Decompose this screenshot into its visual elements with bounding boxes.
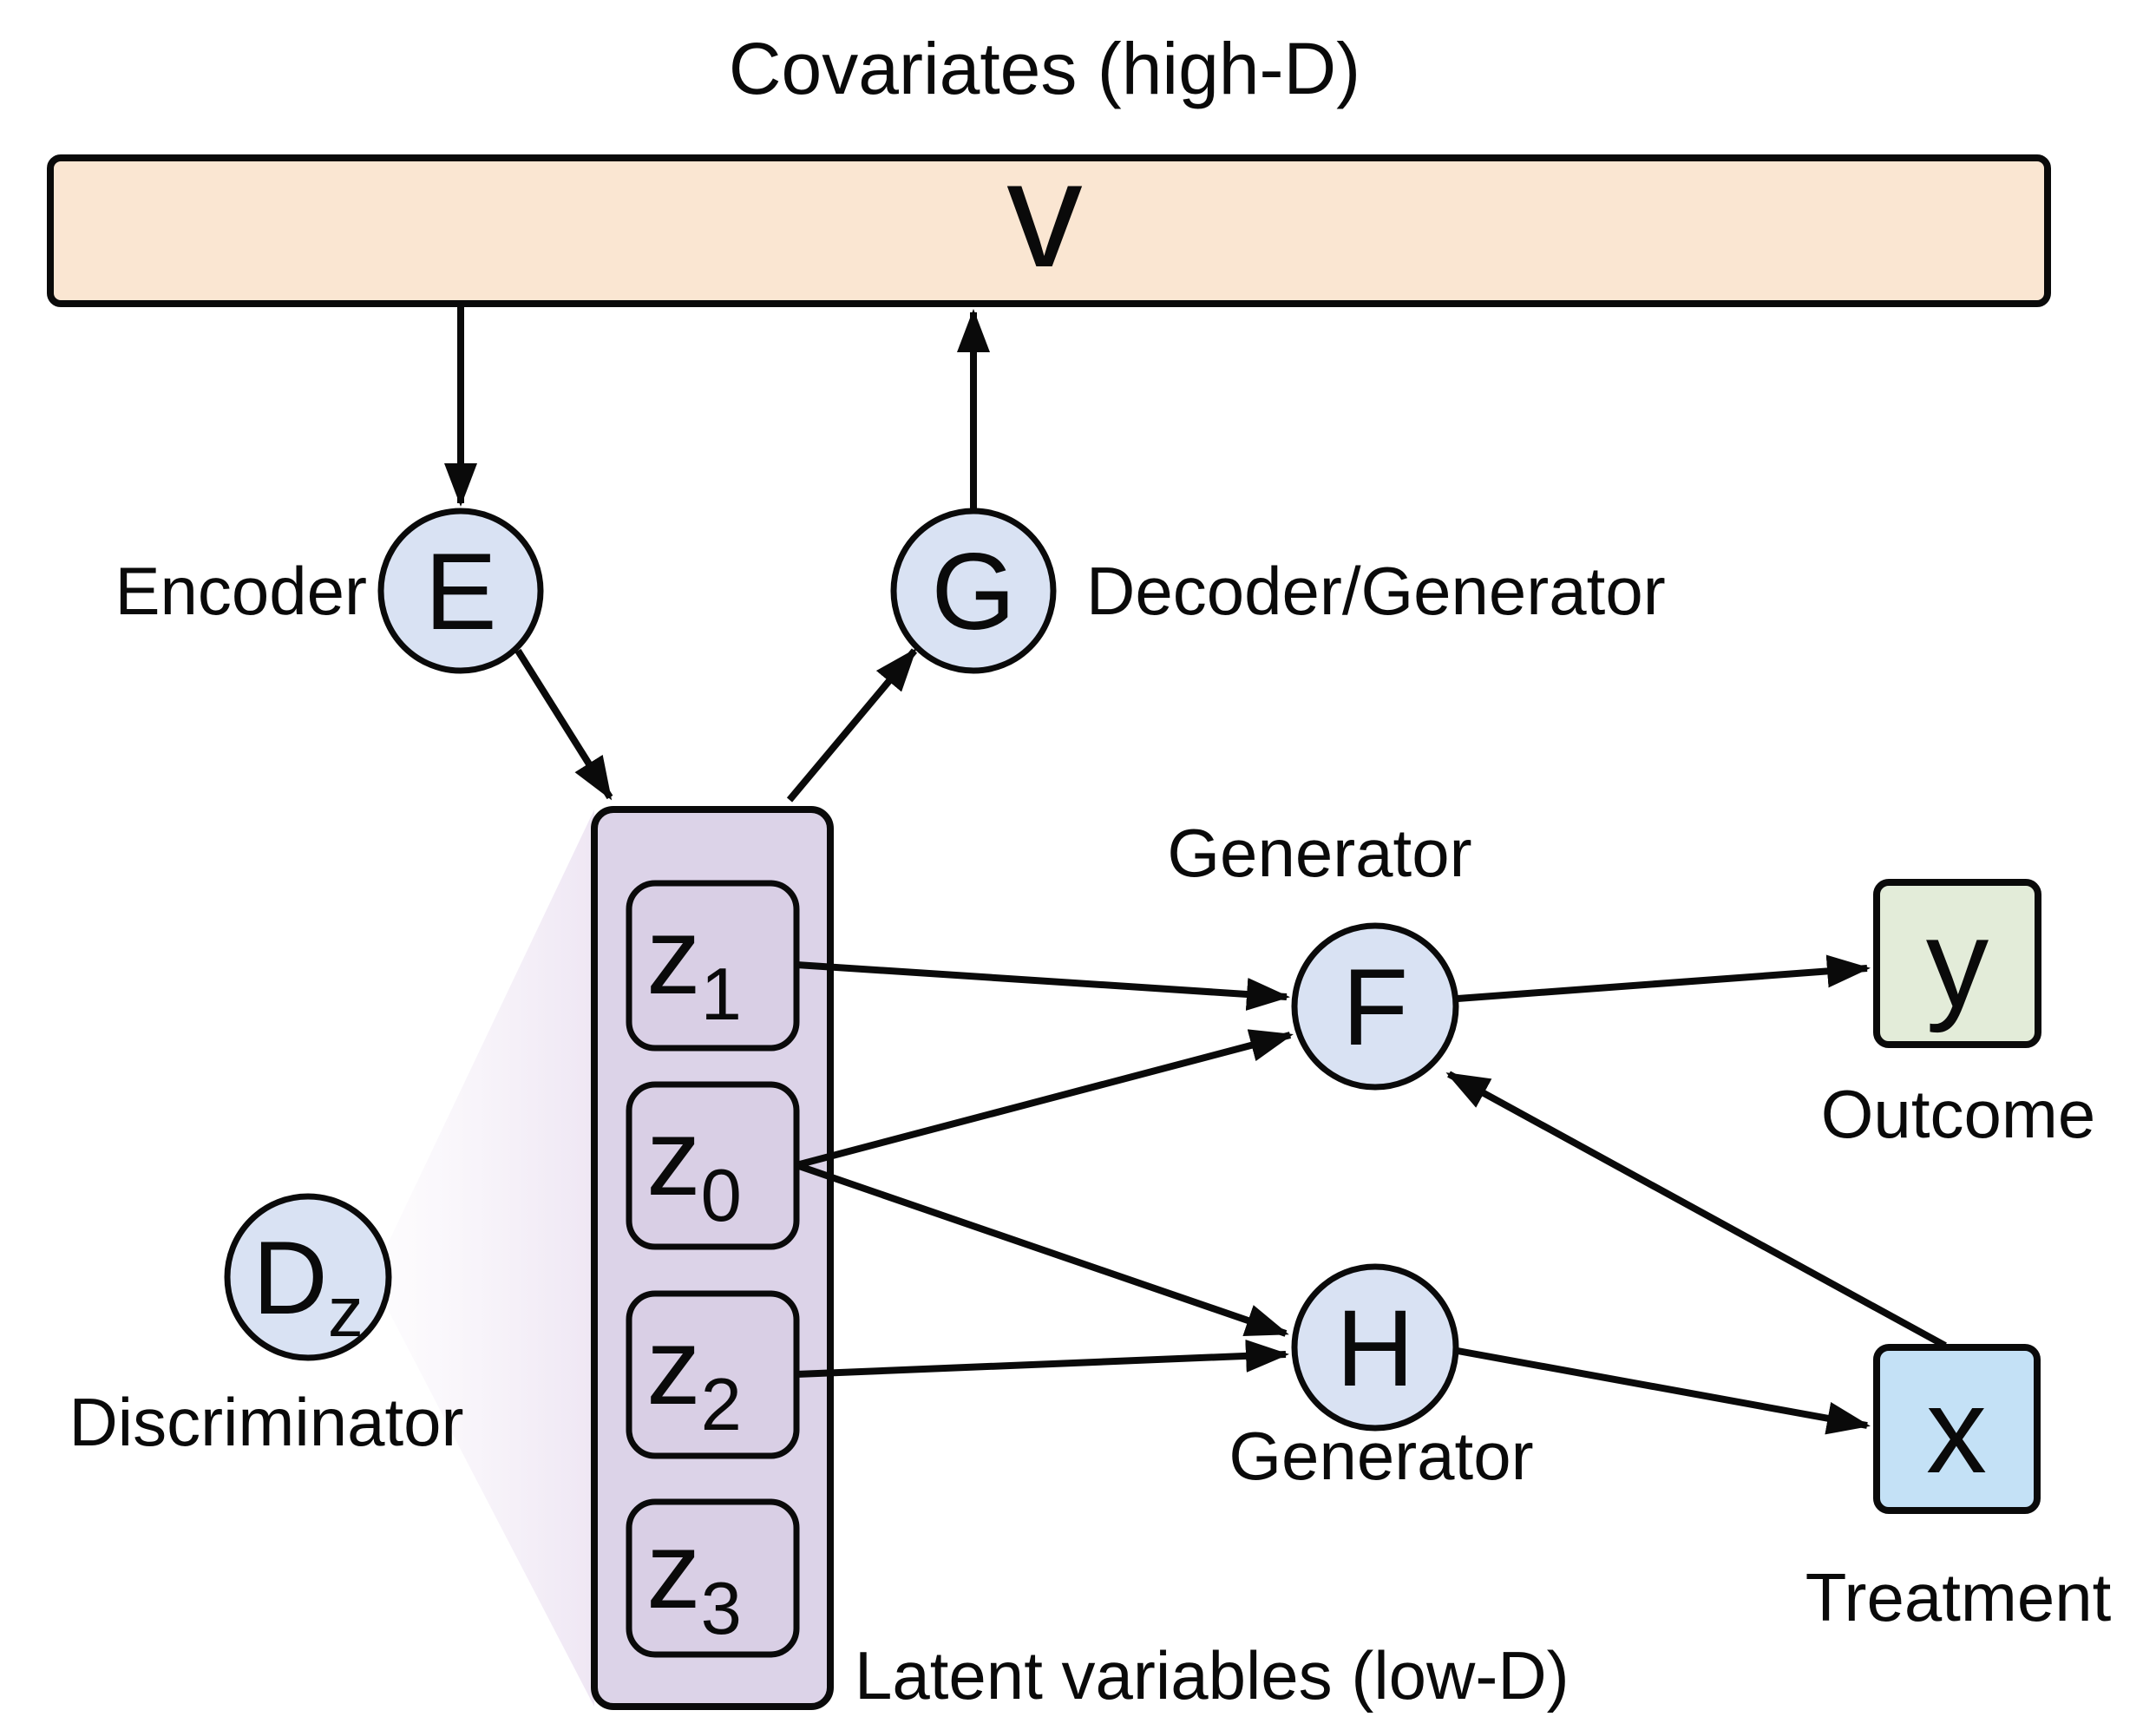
treatment-node: x Treatment <box>1805 1344 2112 1635</box>
decoder-generator-node: G Decoder/Generator <box>890 508 1666 674</box>
generator-h-symbol: H <box>1336 1288 1414 1409</box>
outcome-box <box>1873 879 2041 1048</box>
generator-f-symbol: F <box>1342 947 1408 1068</box>
latent-variables-node: z1 z0 z2 z3 Latent variables (low-D) <box>591 806 1569 1714</box>
generator-f-circle <box>1291 922 1459 1091</box>
decoder-generator-circle <box>890 508 1057 674</box>
latent-z3-box <box>626 1498 800 1658</box>
latent-variables-label: Latent variables (low-D) <box>855 1637 1569 1714</box>
treatment-label: Treatment <box>1805 1559 2112 1635</box>
outcome-symbol: y <box>1926 893 1989 1033</box>
latent-z2-box <box>626 1290 800 1459</box>
latent-z3-symbol: z3 <box>646 1510 742 1650</box>
discriminator-cone <box>382 809 594 1707</box>
edge-encoder-to-latent <box>514 648 613 801</box>
edge-z2-to-h <box>796 1339 1289 1378</box>
edge-treatment-to-f <box>1445 1071 1947 1349</box>
treatment-symbol: x <box>1926 1362 1987 1498</box>
latent-z2-symbol: z2 <box>646 1307 742 1446</box>
edge-f-to-outcome <box>1457 954 1871 1002</box>
edge-z0-to-f <box>795 1029 1294 1169</box>
generator-f-node: F Generator <box>1167 815 1472 1091</box>
covariates-symbol: v <box>1006 130 1083 299</box>
latent-z0-symbol: z0 <box>646 1098 742 1237</box>
edge-h-to-treatment <box>1457 1347 1871 1435</box>
edge-z0-to-h <box>795 1162 1289 1337</box>
encoder-node: E Encoder <box>115 508 544 674</box>
outcome-node: y Outcome <box>1821 879 2095 1152</box>
covariates-node: Covariates (high-D) v <box>47 28 2051 307</box>
encoder-symbol: E <box>424 532 496 652</box>
edge-z1-to-f <box>796 961 1290 1011</box>
generator-h-node: H Generator <box>1229 1263 1534 1494</box>
decoder-generator-symbol: G <box>931 532 1015 652</box>
discriminator-node: Dz Discriminator <box>69 1193 464 1460</box>
encoder-circle <box>377 508 544 674</box>
decoder-generator-label: Decoder/Generator <box>1086 553 1666 629</box>
generator-h-circle <box>1291 1263 1459 1432</box>
encoder-label: Encoder <box>115 553 367 629</box>
latent-z1-symbol: z1 <box>646 896 742 1036</box>
generator-f-label: Generator <box>1167 815 1471 891</box>
treatment-box <box>1873 1344 2041 1514</box>
discriminator-symbol: Dz <box>252 1220 364 1352</box>
discriminator-circle <box>224 1193 392 1361</box>
generator-h-label: Generator <box>1229 1418 1533 1494</box>
edge-latent-to-generator-g <box>786 647 918 803</box>
covariates-box <box>47 154 2051 307</box>
covariates-title: Covariates (high-D) <box>729 28 1360 109</box>
outcome-label: Outcome <box>1821 1076 2095 1152</box>
discriminator-label: Discriminator <box>69 1384 463 1460</box>
